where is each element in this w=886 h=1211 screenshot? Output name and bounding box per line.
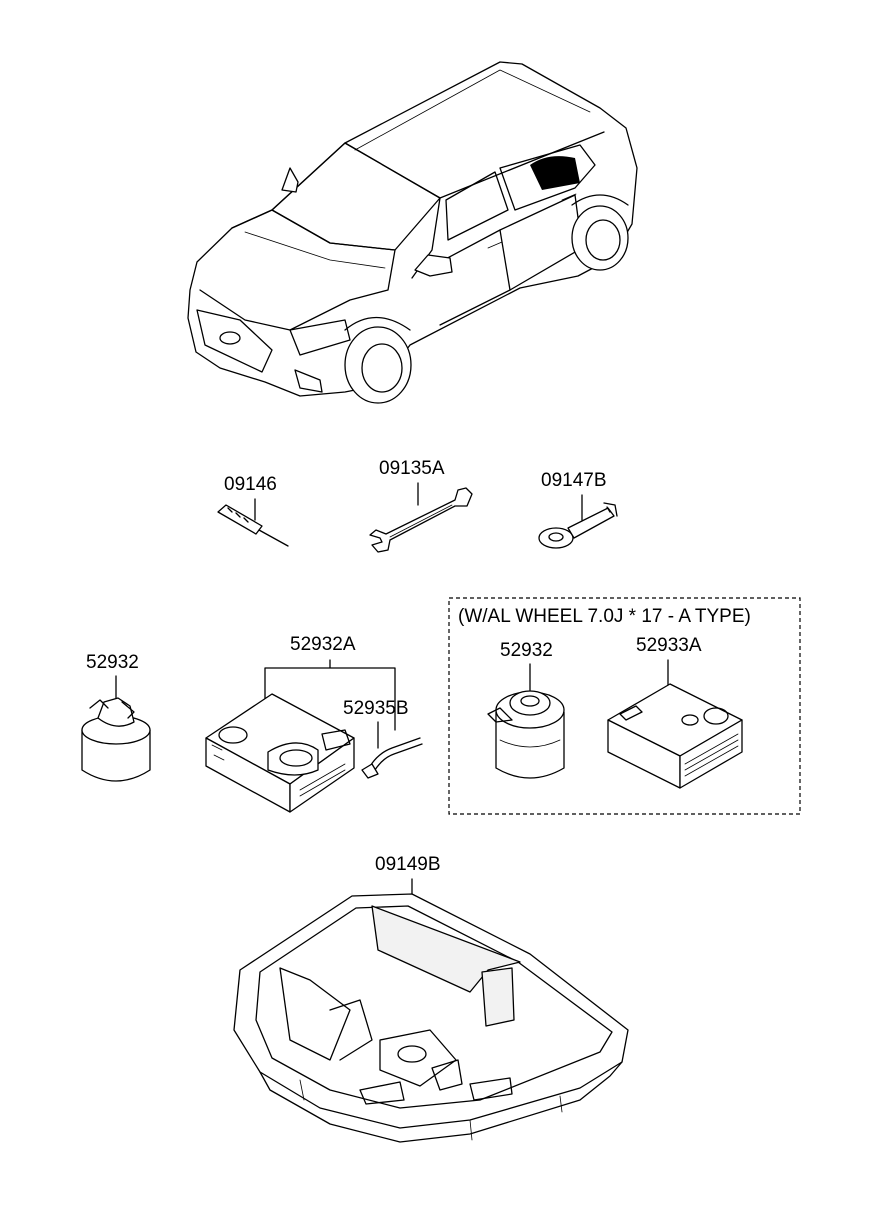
- screwdriver-part: 09146: [217, 474, 289, 547]
- sealant-bottle-part: 52932: [81, 652, 151, 782]
- hose-part: 52935B: [343, 698, 423, 779]
- label-tray: 09149B: [375, 854, 441, 875]
- label-compressor-kit: 52932A: [290, 634, 356, 655]
- sealant-option-part: 52932: [487, 640, 565, 779]
- vehicle-illustration: [187, 61, 638, 404]
- luggage-tray-part: 09149B: [233, 854, 629, 1143]
- option-box: (W/AL WHEEL 7.0J * 17 - A TYPE) 52932 52…: [448, 597, 801, 815]
- label-screwdriver: 09146: [224, 474, 277, 495]
- compressor-kit-part: 52932A: [205, 634, 396, 813]
- label-hose: 52935B: [343, 698, 409, 719]
- towing-hook-part: 09147B: [538, 470, 618, 549]
- label-sealant-option: 52932: [500, 640, 553, 661]
- label-wrench: 09135A: [379, 458, 445, 479]
- option-box-frame: [448, 597, 801, 815]
- label-compressor-option: 52933A: [636, 635, 702, 656]
- wrench-part: 09135A: [369, 458, 473, 553]
- compressor-option-part: 52933A: [607, 635, 743, 789]
- label-sealant-left: 52932: [86, 652, 139, 673]
- label-towing-hook: 09147B: [541, 470, 607, 491]
- option-box-title: (W/AL WHEEL 7.0J * 17 - A TYPE): [458, 606, 751, 627]
